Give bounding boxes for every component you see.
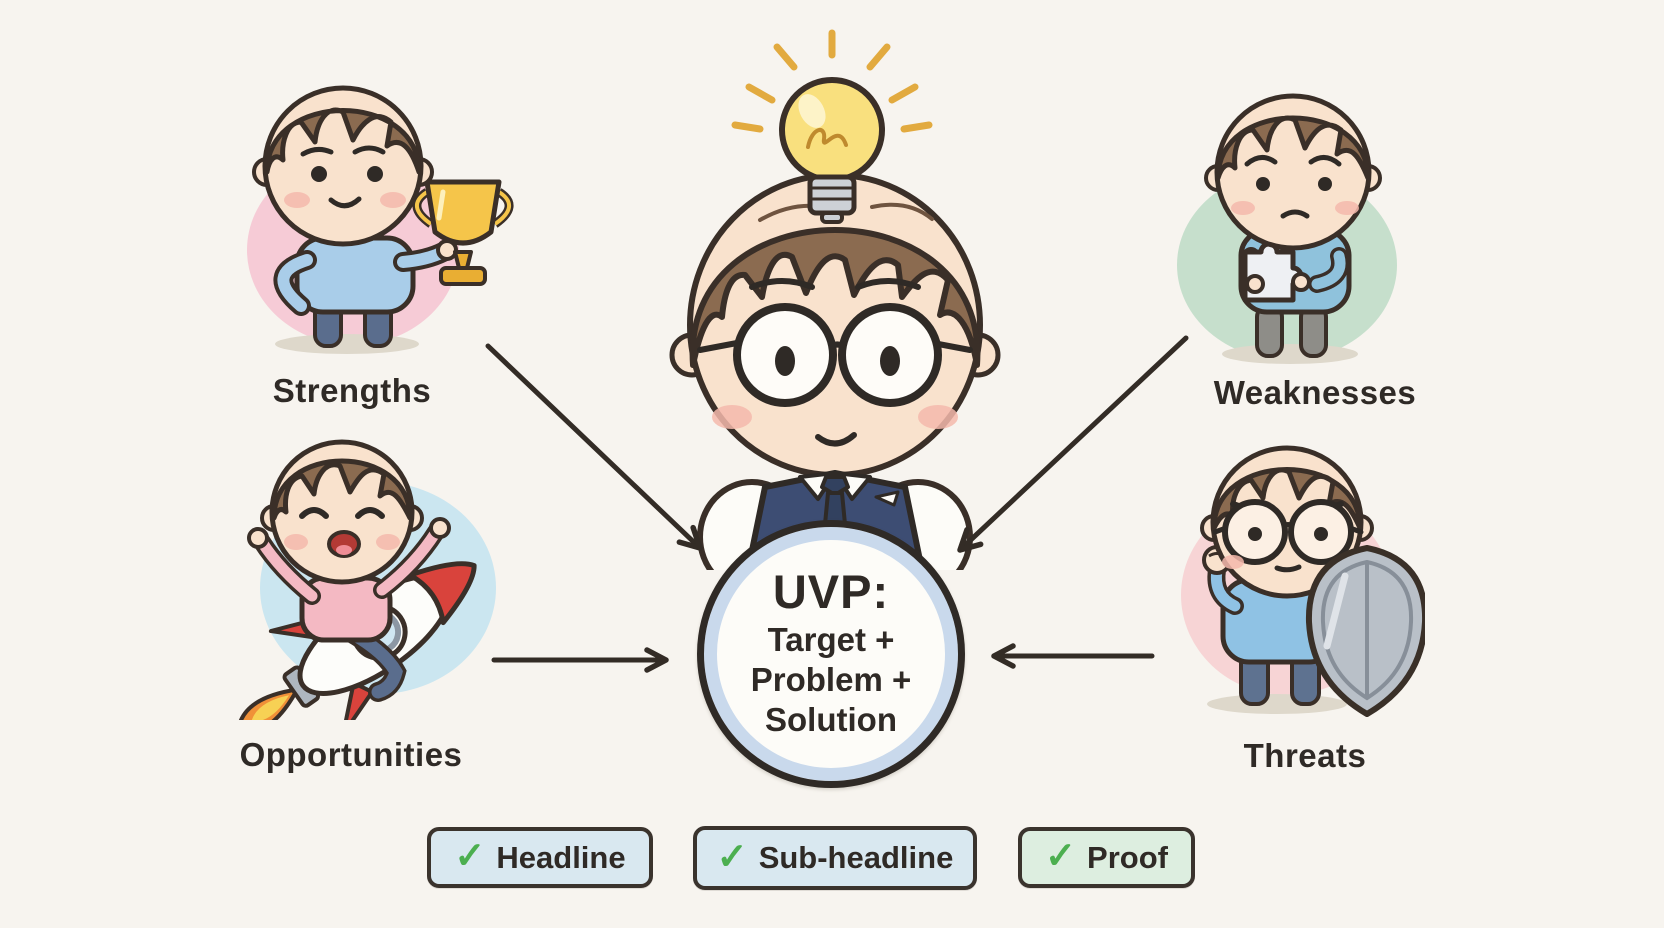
checkmark-icon: ✓	[1045, 835, 1077, 876]
threats-character	[1181, 445, 1425, 717]
subheadline-badge-label: Sub-headline	[758, 840, 954, 875]
uvp-title: UVP:	[772, 565, 890, 619]
opportunities-label: Opportunities	[239, 736, 463, 773]
weaknesses-character	[1177, 93, 1397, 364]
uvp-line-target: Target +	[767, 620, 895, 658]
strengths-label: Strengths	[272, 372, 432, 409]
center-character	[669, 29, 1001, 570]
weaknesses-label: Weaknesses	[1213, 374, 1417, 411]
ground-shadow	[1222, 344, 1358, 364]
shield-icon	[1305, 545, 1425, 717]
headline-badge: ✓ Headline	[427, 827, 653, 888]
proof-badge-label: Proof	[1087, 839, 1168, 875]
lightbulb-icon	[731, 29, 933, 224]
checkmark-icon: ✓	[716, 835, 748, 877]
uvp-line-solution: Solution	[765, 701, 897, 739]
proof-badge: ✓ Proof	[1018, 827, 1195, 888]
uvp-line-problem: Problem +	[750, 661, 912, 699]
trophy-icon	[412, 179, 514, 286]
checkmark-icon: ✓	[454, 835, 486, 876]
ground-shadow	[1207, 694, 1347, 714]
opportunities-character	[236, 439, 496, 720]
subheadline-badge: ✓ Sub-headline	[693, 826, 977, 890]
threats-label: Threats	[1243, 737, 1367, 774]
uvp-circle: UVP: Target + Problem + Solution	[697, 520, 965, 788]
ground-shadow	[275, 334, 419, 354]
strengths-character	[247, 85, 514, 354]
headline-badge-label: Headline	[496, 839, 626, 875]
